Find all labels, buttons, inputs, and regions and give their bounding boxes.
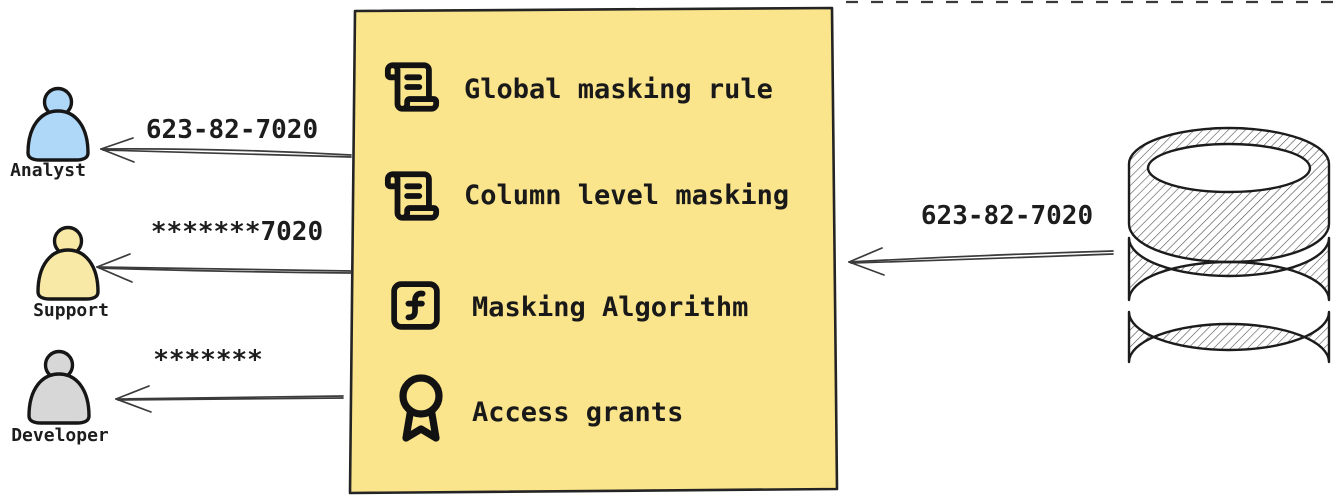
- masking-item-label: Access grants: [472, 397, 684, 428]
- masking-item-label: Global masking rule: [464, 74, 773, 105]
- award-icon: [399, 374, 443, 442]
- arrow-to-analyst: [100, 137, 352, 163]
- arrow-to-support: [96, 253, 352, 283]
- consumer-name-label: Support: [33, 300, 109, 321]
- analyst-person-icon: [26, 86, 90, 162]
- consumer-name-label: Analyst: [10, 160, 86, 181]
- function-square-icon: [391, 281, 440, 330]
- developer-person-icon: [27, 349, 91, 425]
- arrow-from-database: [848, 247, 1114, 276]
- database-top-opening: [1146, 142, 1312, 194]
- support-person-icon: [36, 225, 100, 301]
- source-value-label: 623-82-7020: [920, 201, 1094, 231]
- scroll-text-icon: [384, 62, 440, 112]
- consumer-value-label: 623-82-7020: [145, 115, 319, 145]
- masking-item-label: Column level masking: [464, 180, 790, 211]
- consumer-name-label: Developer: [11, 425, 109, 446]
- masking-box: [348, 6, 839, 495]
- arrow-to-developer: [115, 385, 344, 413]
- database-icon: [1127, 126, 1331, 364]
- scroll-text-icon: [384, 171, 440, 221]
- consumer-value-label: *******: [153, 345, 263, 375]
- consumer-value-label: *******7020: [150, 217, 324, 247]
- masking-item-label: Masking Algorithm: [472, 292, 749, 323]
